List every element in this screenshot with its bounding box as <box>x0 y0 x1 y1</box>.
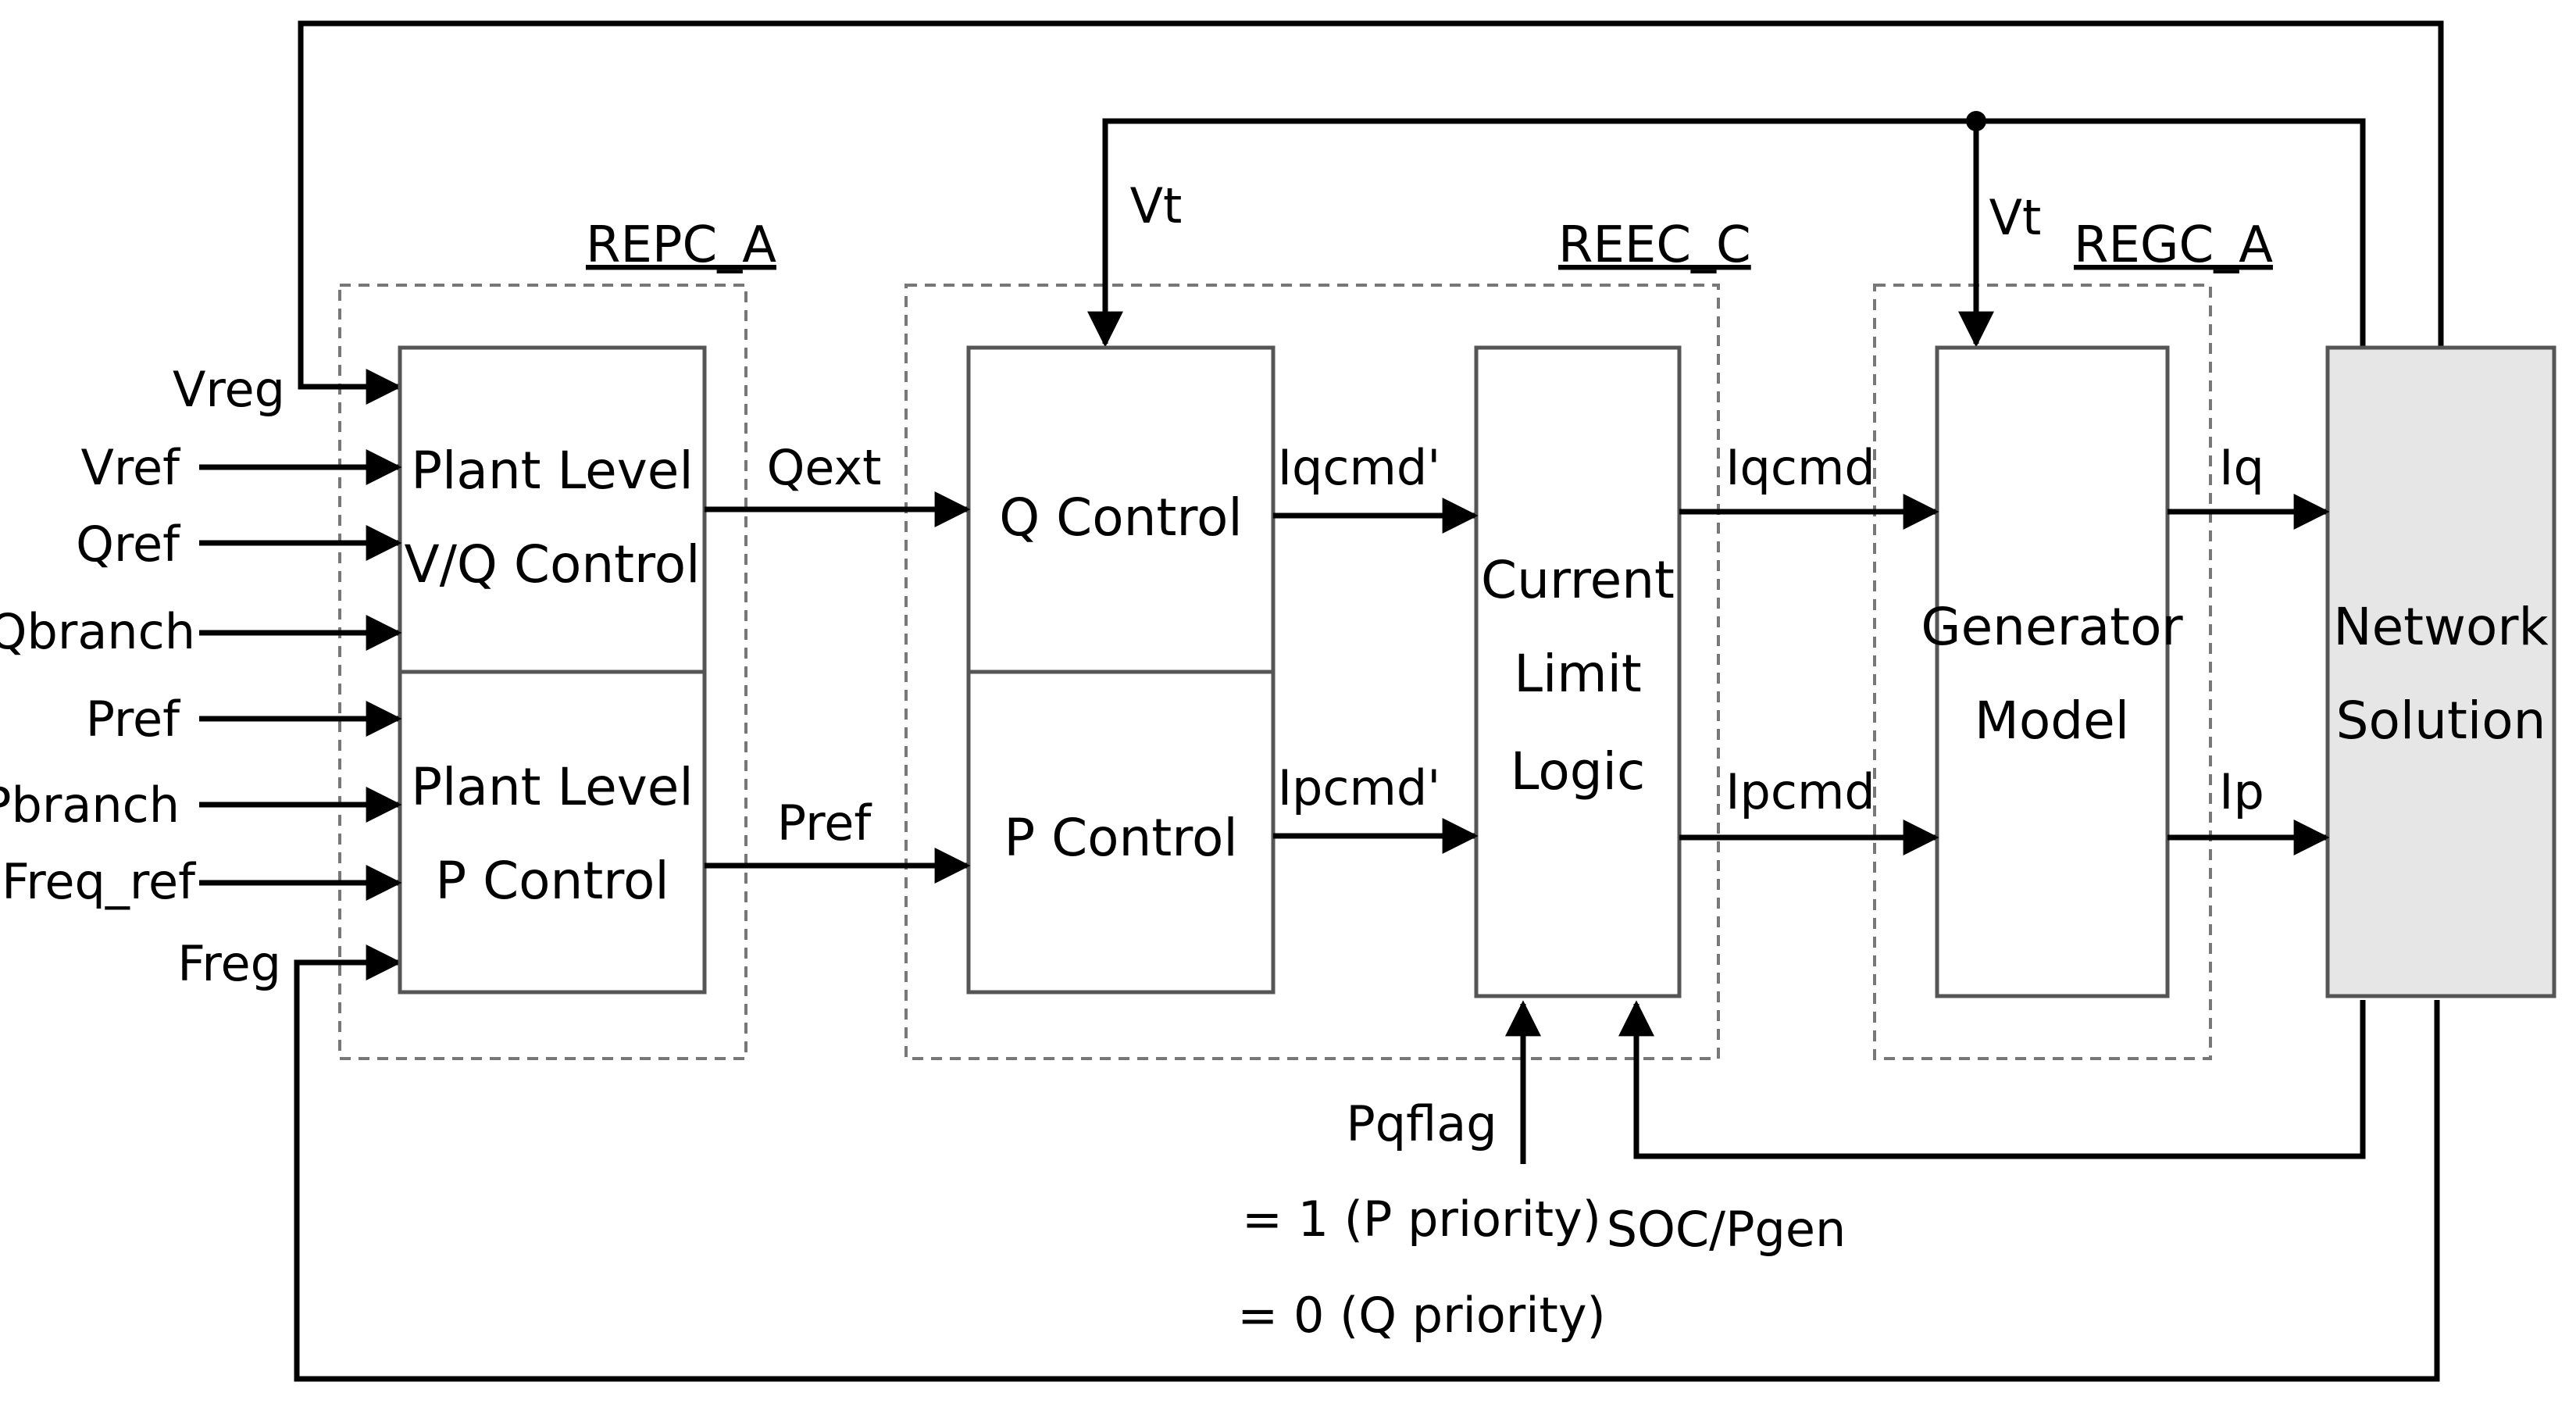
generator-label-1: Generator <box>1921 597 2183 657</box>
iqcmd-prime-label: Iqcmd' <box>1278 439 1441 496</box>
freg-feedback-line <box>294 945 2440 1382</box>
network-solution-box <box>2325 345 2556 998</box>
repc-group-box <box>338 284 747 1060</box>
input-pref-label: Pref <box>86 691 182 748</box>
reec-group-box <box>904 284 1720 1060</box>
current-limit-label-3: Logic <box>1511 741 1646 802</box>
plant-vq-control-box <box>398 345 707 674</box>
input-qref-label: Qref <box>76 516 181 573</box>
vt-bus-line <box>1087 118 2366 355</box>
input-freq-ref-label: Freq_ref <box>2 853 197 910</box>
vt-left-label: Vt <box>1130 177 1183 234</box>
soc-feedback-line <box>1618 1000 2366 1159</box>
input-freg-label: Freg <box>177 935 281 992</box>
p-priority-label: = 1 (P priority) <box>1242 1191 1601 1248</box>
plant-vq-label-2: V/Q Control <box>405 534 701 595</box>
plant-p-label-1: Plant Level <box>411 757 694 817</box>
plant-vq-label-1: Plant Level <box>411 441 694 501</box>
ipcmd-prime-label: Ipcmd' <box>1278 759 1441 816</box>
q-control-label: Q Control <box>999 487 1243 548</box>
qext-label: Qext <box>767 439 882 496</box>
q-control-box <box>966 345 1276 674</box>
current-limit-label-2: Limit <box>1514 644 1642 704</box>
regc-group-box <box>1873 284 2212 1060</box>
soc-pgen-label: SOC/Pgen <box>1607 1201 1846 1258</box>
p-control-box <box>966 670 1276 995</box>
input-vreg-label: Vreg <box>173 361 285 418</box>
plant-p-control-box <box>398 670 707 995</box>
regc-group-title: REGC_A <box>2074 216 2273 274</box>
network-label-2: Solution <box>2336 691 2546 751</box>
q-priority-label: = 0 (Q priority) <box>1237 1287 1605 1344</box>
network-label-1: Network <box>2333 597 2549 657</box>
pref-label: Pref <box>777 795 873 852</box>
iq-label: Iq <box>2219 439 2264 496</box>
repc-group-title: REPC_A <box>586 216 776 274</box>
reec-group-title: REEC_C <box>1558 216 1751 274</box>
vt-right-label: Vt <box>1989 189 2042 246</box>
vreg-feedback-line <box>298 20 2444 405</box>
input-pbranch-label: Pbranch <box>0 777 180 834</box>
iqcmd-label: Iqcmd <box>1725 439 1875 496</box>
p-control-label: P Control <box>1004 808 1237 868</box>
ip-label: Ip <box>2219 763 2264 820</box>
generator-model-box <box>1935 345 2170 998</box>
ipcmd-label: Ipcmd <box>1725 763 1875 820</box>
current-limit-label-1: Current <box>1481 550 1675 610</box>
generator-label-2: Model <box>1975 691 2129 751</box>
input-qbranch-label: Qbranch <box>0 603 195 660</box>
pqflag-label: Pqflag <box>1346 1095 1497 1152</box>
input-vref-label: Vref <box>80 439 181 496</box>
current-limit-logic-box <box>1474 345 1682 998</box>
plant-p-label-2: P Control <box>435 851 669 911</box>
